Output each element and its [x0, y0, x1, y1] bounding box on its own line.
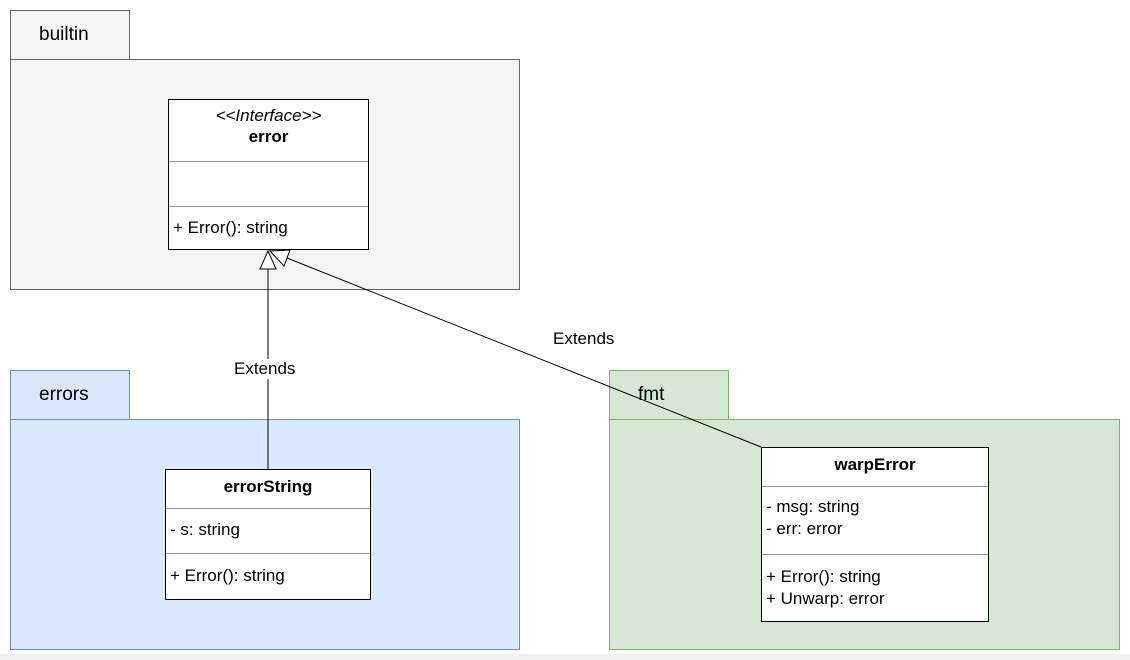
package-label-builtin: builtin: [39, 24, 89, 45]
class-warpError-attribute: - err: error: [766, 519, 843, 538]
canvas-bottom-strip: [0, 654, 1130, 660]
class-warpError-attributes: - msg: string - err: error: [762, 487, 988, 555]
class-warpError-attribute: - msg: string: [766, 497, 860, 516]
edge-label-errorString: Extends: [232, 359, 298, 379]
package-label-errors: errors: [39, 384, 89, 405]
package-label-fmt: fmt: [638, 384, 665, 405]
inheritance-arrow-icon: [259, 249, 277, 270]
class-warpError-name: warpError: [834, 455, 916, 474]
class-warpError-method: + Error(): string: [766, 567, 881, 586]
edge-label-warpError: Extends: [551, 329, 617, 349]
class-error[interactable]: <<Interface>> error + Error(): string: [168, 99, 369, 250]
class-warpError[interactable]: warpError - msg: string - err: error + E…: [761, 447, 989, 622]
class-errorString[interactable]: errorString - s: string + Error(): strin…: [165, 469, 371, 600]
class-error-attributes: [169, 162, 368, 207]
package-tab-errors: errors: [10, 370, 130, 420]
package-tab-fmt: fmt: [609, 370, 729, 420]
class-errorString-attribute: - s: string: [170, 520, 240, 539]
class-errorString-header: errorString: [166, 470, 370, 509]
class-warpError-methods: + Error(): string + Unwarp: error: [762, 555, 988, 621]
class-errorString-name: errorString: [223, 477, 313, 496]
class-warpError-method: + Unwarp: error: [766, 589, 885, 608]
inheritance-arrow-icon: [268, 249, 291, 267]
class-error-stereotype: <<Interface>>: [215, 106, 322, 125]
package-tab-builtin: builtin: [10, 10, 130, 60]
class-error-header: <<Interface>> error: [169, 100, 368, 162]
class-errorString-attributes: - s: string: [166, 509, 370, 554]
class-errorString-method: + Error(): string: [170, 566, 285, 585]
class-error-name: error: [248, 127, 289, 146]
class-warpError-header: warpError: [762, 448, 988, 487]
class-error-method: + Error(): string: [173, 218, 288, 237]
class-errorString-methods: + Error(): string: [166, 554, 370, 599]
class-error-methods: + Error(): string: [169, 207, 368, 249]
edge-warpError-to-error[interactable]: [286, 257, 762, 448]
